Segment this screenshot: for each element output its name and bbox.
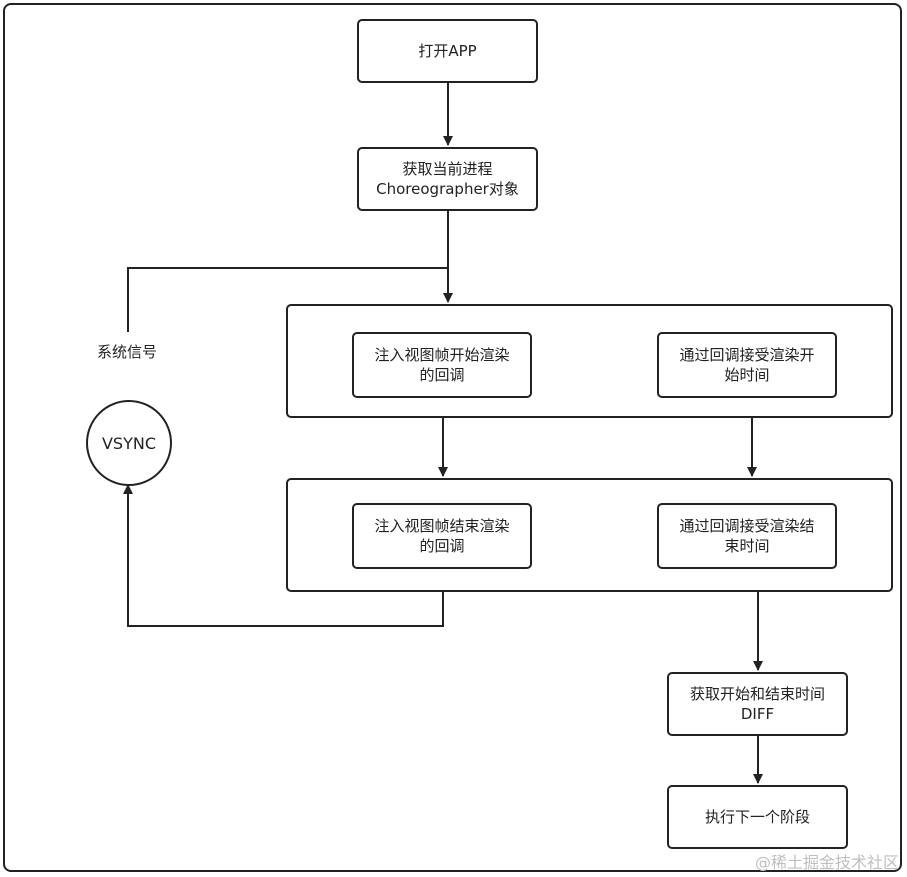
node-vsync: VSYNC	[86, 400, 172, 486]
node-inject-end: 注入视图帧结束渲染 的回调	[352, 503, 532, 569]
node-get-choreographer: 获取当前进程 Choreographer对象	[357, 147, 538, 211]
edge-group2-to-vsync	[123, 484, 444, 627]
watermark: @稀土掘金技术社区	[754, 853, 899, 872]
node-receive-end: 通过回调接受渲染结 束时间	[657, 503, 837, 569]
node-open-app: 打开APP	[357, 19, 538, 83]
diagram-frame	[3, 3, 902, 872]
node-receive-start: 通过回调接受渲染开 始时间	[657, 332, 837, 398]
node-next-stage: 执行下一个阶段	[667, 785, 848, 849]
edge-system-signal	[127, 267, 448, 332]
node-diff: 获取开始和结束时间 DIFF	[667, 672, 848, 736]
label-system-signal: 系统信号	[97, 343, 158, 361]
node-inject-start: 注入视图帧开始渲染 的回调	[352, 332, 532, 398]
